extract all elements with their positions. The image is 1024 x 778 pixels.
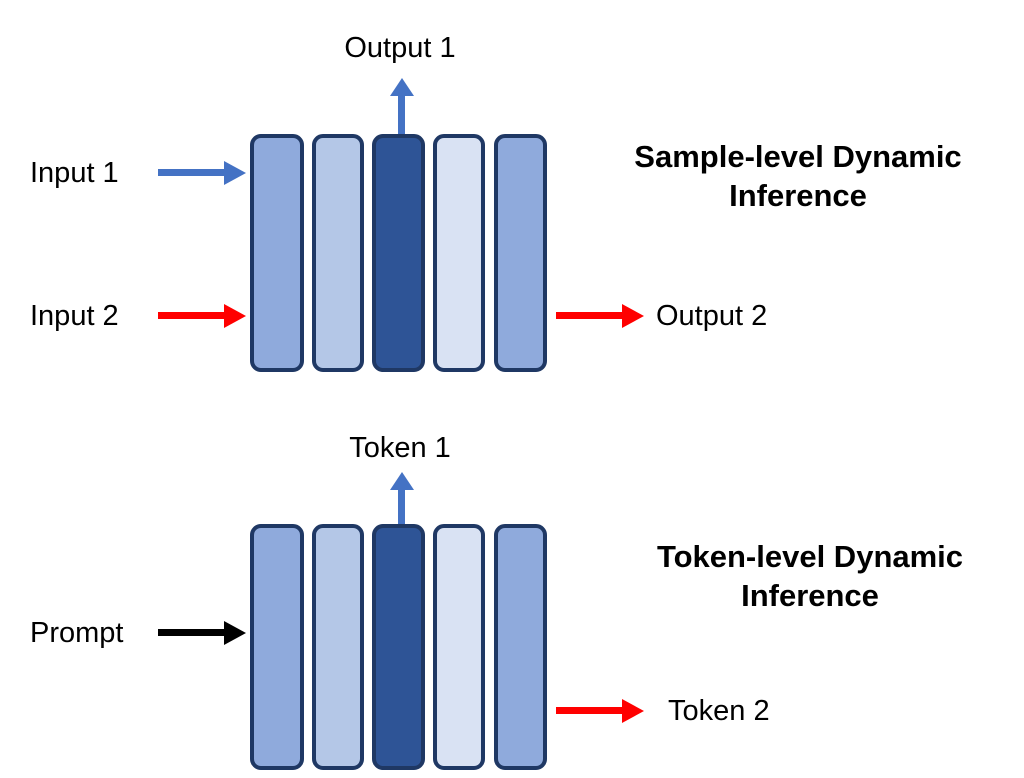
token-1-arrowhead <box>390 472 414 490</box>
token-1-arrow <box>390 472 414 526</box>
token-level-heading-line-2: Inference <box>741 577 879 613</box>
prompt-arrow-shaft <box>158 629 228 636</box>
output-1-arrow-shaft <box>398 94 405 136</box>
token-1-label: Token 1 <box>349 432 451 464</box>
output-2-arrow <box>556 304 644 328</box>
layer-bar-3 <box>372 134 425 372</box>
input-2-arrow <box>158 304 246 328</box>
token-layer-bar-2 <box>312 524 364 770</box>
output-2-arrow-shaft <box>556 312 626 319</box>
token-2-arrowhead <box>622 699 644 723</box>
token-1-arrow-shaft <box>398 488 405 526</box>
prompt-arrow <box>158 621 246 645</box>
sample-level-heading-line-1: Sample-level Dynamic <box>634 139 962 174</box>
output-1-label: Output 1 <box>344 32 456 64</box>
input-2-label: Input 2 <box>30 300 119 332</box>
input-1-arrow-shaft <box>158 169 228 176</box>
token-2-arrow-shaft <box>556 707 626 714</box>
token-layer-bar-4 <box>433 524 485 770</box>
layer-bar-1 <box>250 134 304 372</box>
input-1-arrow <box>158 161 246 185</box>
input-1-arrowhead <box>224 161 246 185</box>
layer-bar-2 <box>312 134 364 372</box>
input-2-arrow-shaft <box>158 312 228 319</box>
sample-level-heading-line-2: Inference <box>729 177 867 213</box>
input-1-label: Input 1 <box>30 157 119 189</box>
layer-bar-5 <box>494 134 547 372</box>
token-layer-bar-3 <box>372 524 425 770</box>
prompt-label: Prompt <box>30 617 124 649</box>
input-2-arrowhead <box>224 304 246 328</box>
token-2-arrow <box>556 699 644 723</box>
layer-bar-4 <box>433 134 485 372</box>
output-2-arrowhead <box>622 304 644 328</box>
output-1-arrow <box>390 78 414 136</box>
token-layer-bar-1 <box>250 524 304 770</box>
sample-level-heading: Sample-level Dynamic Inference <box>588 138 1008 216</box>
output-1-arrowhead <box>390 78 414 96</box>
token-2-label: Token 2 <box>668 695 770 727</box>
output-2-label: Output 2 <box>656 300 768 332</box>
token-level-heading: Token-level Dynamic Inference <box>610 538 1010 616</box>
token-level-heading-line-1: Token-level Dynamic <box>656 539 964 574</box>
token-layer-bar-5 <box>494 524 547 770</box>
prompt-arrowhead <box>224 621 246 645</box>
